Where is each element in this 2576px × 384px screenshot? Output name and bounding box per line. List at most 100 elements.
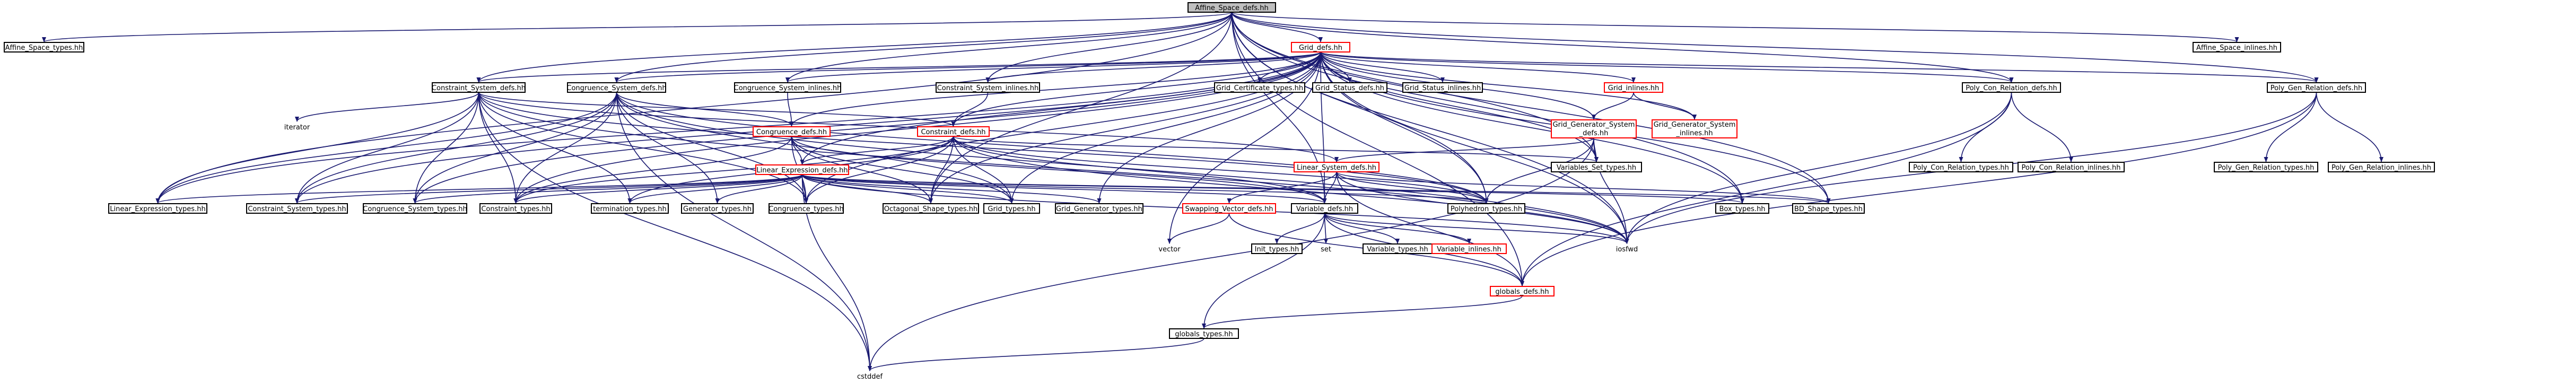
node-variable-inlines[interactable]: Variable_inlines.hh [1431,243,1507,254]
edge-grid-generator-system-defs-to-linear-system-defs [1334,137,1594,162]
node-label: Octagonal_Shape_types.hh [884,205,978,213]
node-poly-con-relation-inlines[interactable]: Poly_Con_Relation_inlines.hh [2018,162,2125,172]
node-globals-types[interactable]: globals_types.hh [1169,328,1239,339]
node-label: globals_defs.hh [1495,288,1549,296]
node-box [2193,42,2281,53]
edge-constraint-defs-to-variable-defs [953,136,1327,204]
edge-linear-expression-defs-to-linear-expression-types [155,174,803,204]
node-box [1182,203,1276,214]
node-box [681,203,754,214]
node-generator-types[interactable]: Generator_types.hh [681,203,754,214]
node-congruence-system-types[interactable]: Congruence_System_types.hh [363,203,467,214]
edge-poly-con-relation-defs-to-iosfwd [1625,92,2012,244]
node-label: Grid_Generator_System [1553,121,1635,129]
node-label: Box_types.hh [1719,205,1765,213]
node-label: Grid_Generator_System [1654,121,1736,129]
node-grid-generator-system-inlines[interactable]: Grid_Generator_System_inlines.hh [1652,119,1737,138]
node-affine-inlines[interactable]: Affine_Space_inlines.hh [2193,42,2281,53]
node-label: _inlines.hh [1675,129,1713,137]
node-box [1490,286,1555,296]
edge-congruence-system-defs-to-polyhedron-types [616,92,1489,204]
edge-affine-defs-to-variable-defs [1231,12,1327,204]
edge-linear-expression-defs-to-grid-types [801,174,1014,204]
node-box [1715,203,1769,214]
edge-variable-defs-to-iosfwd [1324,213,1629,244]
edge-constraint-system-defs-to-linear-system-defs [478,92,1339,162]
node-linear-expression-defs[interactable]: Linear_Expression_defs.hh [755,164,849,175]
node-box [246,203,348,214]
node-grid-defs[interactable]: Grid_defs.hh [1291,42,1350,53]
node-poly-gen-relation-defs[interactable]: Poly_Gen_Relation_defs.hh [2267,82,2366,93]
edge-affine-defs-to-box-types [1231,12,1744,204]
node-constraint-types[interactable]: Constraint_types.hh [479,203,552,214]
edge-constraint-system-defs-to-iterator [295,92,479,122]
edge-constraint-system-defs-to-cstddef [478,92,872,371]
node-box [734,82,841,93]
node-congruence-defs[interactable]: Congruence_defs.hh [753,126,831,137]
node-iterator: iterator [284,124,310,132]
node-grid-generator-types[interactable]: Grid_Generator_types.hh [1055,203,1143,214]
node-box [1402,82,1483,93]
node-globals-defs[interactable]: globals_defs.hh [1490,286,1555,296]
node-label: _defs.hh [1579,129,1609,137]
node-constraint-system-inlines[interactable]: Constraint_System_inlines.hh [936,82,1040,93]
node-box-types[interactable]: Box_types.hh [1715,203,1769,214]
node-constraint-system-types[interactable]: Constraint_System_types.hh [246,203,348,214]
node-constraint-defs[interactable]: Constraint_defs.hh [917,126,990,137]
node-constraint-system-defs[interactable]: Constraint_System_defs.hh [432,82,526,93]
node-grid-inlines[interactable]: Grid_inlines.hh [1604,82,1663,93]
node-box [1214,82,1305,93]
node-box [1447,203,1525,214]
node-grid-status-defs[interactable]: Grid_Status_defs.hh [1312,82,1387,93]
node-congruence-types[interactable]: Congruence_types.hh [769,203,844,214]
node-congruence-system-defs[interactable]: Congruence_System_defs.hh [566,82,667,93]
node-octagonal-shape-types[interactable]: Octagonal_Shape_types.hh [883,203,979,214]
node-label: Variable_inlines.hh [1437,246,1501,254]
edge-linear-system-defs-to-polyhedron-types [1336,171,1489,204]
node-box [1187,2,1276,13]
node-poly-gen-relation-types[interactable]: Poly_Gen_Relation_types.hh [2214,162,2318,172]
node-variable-defs[interactable]: Variable_defs.hh [1291,203,1358,214]
edge-congruence-system-defs-to-constraint-types [513,92,617,204]
edge-grid-defs-to-congruence-defs [789,51,1321,127]
node-linear-system-defs[interactable]: Linear_System_defs.hh [1294,162,1379,172]
node-affine-defs[interactable]: Affine_Space_defs.hh [1187,2,1276,13]
edge-constraint-system-defs-to-termination-types [478,92,632,204]
node-polyhedron-types[interactable]: Polyhedron_types.hh [1447,203,1525,214]
node-label: Constraint_System_types.hh [248,205,346,213]
node-variable-types[interactable]: Variable_types.hh [1363,243,1433,254]
edge-congruence-system-defs-to-linear-expression-types [155,92,617,204]
node-swapping-vector-defs[interactable]: Swapping_Vector_defs.hh [1182,203,1276,214]
edge-affine-defs-to-constraint-system-inlines [985,12,1233,83]
node-box [1909,162,2013,172]
edge-affine-defs-to-grid-defs [1231,12,1323,42]
node-init-types[interactable]: Init_types.hh [1251,243,1303,254]
edge-grid-defs-to-linear-expression-types [155,51,1321,204]
node-label: Grid_Certificate_types.hh [1216,84,1303,92]
node-poly-con-relation-types[interactable]: Poly_Con_Relation_types.hh [1909,162,2013,172]
node-label: termination_types.hh [593,205,667,213]
node-bd-shape-types[interactable]: BD_Shape_types.hh [1792,203,1865,214]
node-label: Affine_Space_types.hh [5,44,83,52]
edge-variable-defs-to-variable-inlines [1324,213,1471,244]
edge-grid-defs-to-grid-types [1009,51,1321,204]
node-grid-types[interactable]: Grid_types.hh [983,203,1040,214]
node-label: Constraint_types.hh [481,205,550,213]
node-linear-expression-types[interactable]: Linear_Expression_types.hh [108,203,207,214]
node-grid-generator-system-defs[interactable]: Grid_Generator_System_defs.hh [1551,119,1637,138]
node-variables-set-types[interactable]: Variables_Set_types.hh [1551,162,1642,172]
node-poly-con-relation-defs[interactable]: Poly_Con_Relation_defs.hh [1962,82,2061,93]
node-congruence-system-inlines[interactable]: Congruence_System_inlines.hh [734,82,842,93]
edge-affine-defs-to-congruence-system-defs [614,12,1233,83]
node-label: Poly_Gen_Relation_defs.hh [2271,84,2363,92]
node-affine-types[interactable]: Affine_Space_types.hh [4,42,84,53]
node-termination-types[interactable]: termination_types.hh [591,203,669,214]
node-grid-certificate-types[interactable]: Grid_Certificate_types.hh [1214,82,1305,93]
node-poly-gen-relation-inlines[interactable]: Poly_Gen_Relation_inlines.hh [2328,162,2435,172]
node-label: Affine_Space_defs.hh [1195,4,1269,12]
node-grid-status-inlines[interactable]: Grid_Status_inlines.hh [1402,82,1483,93]
node-box [1169,328,1239,339]
edge-constraint-defs-to-octagonal-shape-types [929,136,954,204]
edge-grid-defs-to-box-types [1320,51,1744,204]
